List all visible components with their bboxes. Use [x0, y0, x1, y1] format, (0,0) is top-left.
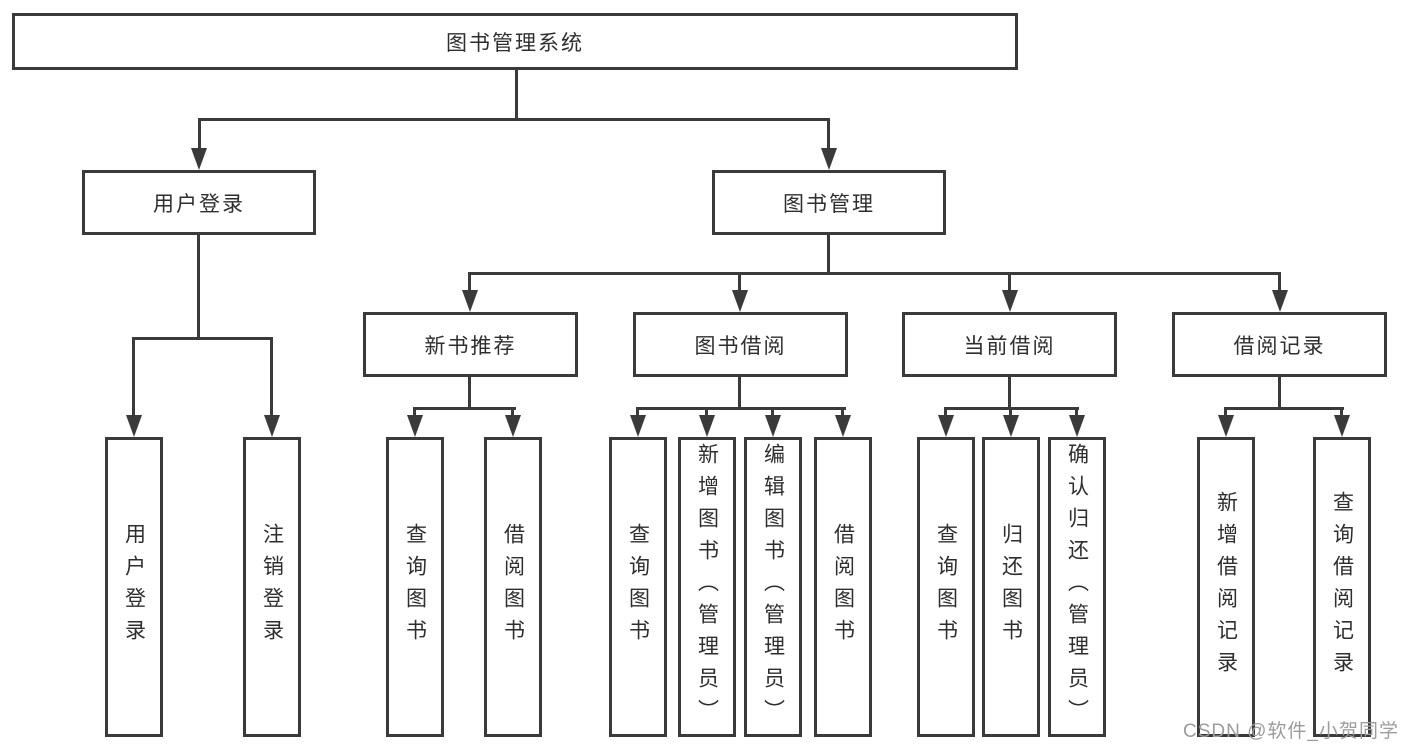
connector-line [1075, 407, 1078, 419]
node-book-management: 图书管理 [712, 170, 946, 235]
node-book-management-label: 图书管理 [783, 192, 875, 216]
arrow-down-icon [264, 415, 280, 437]
connector-line [468, 272, 1281, 275]
node-book-borrowing: 图书借阅 [633, 312, 848, 377]
arrow-down-icon [821, 148, 837, 170]
connector-line [270, 337, 273, 417]
leaf-borrowing-query-books-label: 查询图书 [626, 523, 650, 651]
connector-line [738, 272, 741, 292]
arrow-down-icon [732, 290, 748, 312]
connector-line [198, 118, 830, 121]
leaf-borrow-books-label: 借阅图书 [831, 523, 855, 651]
leaf-borrow-books: 借阅图书 [814, 437, 872, 737]
node-new-book-recommend: 新书推荐 [363, 312, 578, 377]
connector-line [413, 407, 416, 419]
leaf-logout: 注销登录 [243, 437, 301, 737]
arrow-down-icon [1334, 415, 1350, 437]
connector-line [1008, 272, 1011, 292]
arrow-down-icon [699, 415, 715, 437]
arrow-down-icon [462, 290, 478, 312]
leaf-logout-label: 注销登录 [260, 523, 284, 651]
connector-line [197, 235, 200, 337]
node-book-borrowing-label: 图书借阅 [694, 334, 787, 358]
arrow-down-icon [938, 415, 954, 437]
arrow-down-icon [1002, 290, 1018, 312]
connector-line [1224, 407, 1227, 419]
node-borrowing-records: 借阅记录 [1172, 312, 1387, 377]
connector-line [944, 407, 947, 419]
node-user-login: 用户登录 [82, 170, 316, 235]
arrow-down-icon [835, 415, 851, 437]
connector-line [198, 118, 201, 150]
leaf-return-books-label: 归还图书 [999, 523, 1023, 651]
leaf-recommend-query-books-label: 查询图书 [403, 523, 427, 651]
leaf-add-borrow-record: 新增借阅记录 [1197, 437, 1255, 737]
arrow-down-icon [1069, 415, 1085, 437]
arrow-down-icon [1003, 415, 1019, 437]
arrow-down-icon [191, 148, 207, 170]
connector-line [132, 337, 273, 340]
node-new-book-recommend-label: 新书推荐 [424, 334, 517, 358]
node-current-borrowing: 当前借阅 [902, 312, 1117, 377]
leaf-recommend-borrow-books-label: 借阅图书 [501, 523, 525, 651]
connector-line [827, 118, 830, 150]
connector-line [1224, 407, 1344, 410]
leaf-borrowing-query-books: 查询图书 [609, 437, 667, 737]
arrow-down-icon [765, 415, 781, 437]
arrow-down-icon [126, 415, 142, 437]
arrow-down-icon [630, 415, 646, 437]
node-borrowing-records-label: 借阅记录 [1233, 334, 1326, 358]
leaf-current-query-books-label: 查询图书 [934, 523, 958, 651]
connector-line [636, 407, 639, 419]
connector-line [827, 235, 830, 275]
leaf-add-borrow-record-label: 新增借阅记录 [1214, 491, 1238, 683]
node-root-label: 图书管理系统 [446, 31, 584, 55]
node-root: 图书管理系统 [12, 13, 1018, 70]
node-current-borrowing-label: 当前借阅 [963, 334, 1056, 358]
connector-line [841, 407, 844, 419]
connector-line [132, 337, 135, 417]
leaf-edit-books-admin-label: 编辑图书（管理员） [761, 443, 785, 731]
connector-line [1340, 407, 1343, 419]
connector-line [468, 377, 471, 410]
arrow-down-icon [1218, 415, 1234, 437]
node-user-login-label: 用户登录 [153, 192, 245, 216]
connector-line [1278, 377, 1281, 410]
leaf-current-query-books: 查询图书 [917, 437, 975, 737]
leaf-edit-books-admin: 编辑图书（管理员） [744, 437, 802, 737]
watermark: CSDN @软件_小贺同学 [1183, 721, 1399, 742]
connector-line [511, 407, 514, 419]
connector-line [636, 407, 846, 410]
arrow-down-icon [407, 415, 423, 437]
leaf-recommend-borrow-books: 借阅图书 [484, 437, 542, 737]
connector-line [515, 68, 518, 118]
connector-line [738, 377, 741, 410]
leaf-confirm-return-admin-label: 确认归还（管理员） [1065, 443, 1089, 731]
connector-line [413, 407, 516, 410]
leaf-user-login-label: 用户登录 [122, 523, 146, 651]
connector-line [1008, 377, 1011, 410]
arrow-down-icon [1272, 290, 1288, 312]
connector-line [771, 407, 774, 419]
leaf-return-books: 归还图书 [982, 437, 1040, 737]
connector-line [705, 407, 708, 419]
arrow-down-icon [505, 415, 521, 437]
connector-line [1278, 272, 1281, 292]
leaf-add-books-admin: 新增图书（管理员） [678, 437, 736, 737]
connector-line [468, 272, 471, 292]
leaf-query-borrow-record-label: 查询借阅记录 [1330, 491, 1354, 683]
leaf-query-borrow-record: 查询借阅记录 [1313, 437, 1371, 737]
leaf-confirm-return-admin: 确认归还（管理员） [1048, 437, 1106, 737]
leaf-user-login: 用户登录 [105, 437, 163, 737]
connector-line [1009, 407, 1012, 419]
leaf-recommend-query-books: 查询图书 [386, 437, 444, 737]
leaf-add-books-admin-label: 新增图书（管理员） [695, 443, 719, 731]
